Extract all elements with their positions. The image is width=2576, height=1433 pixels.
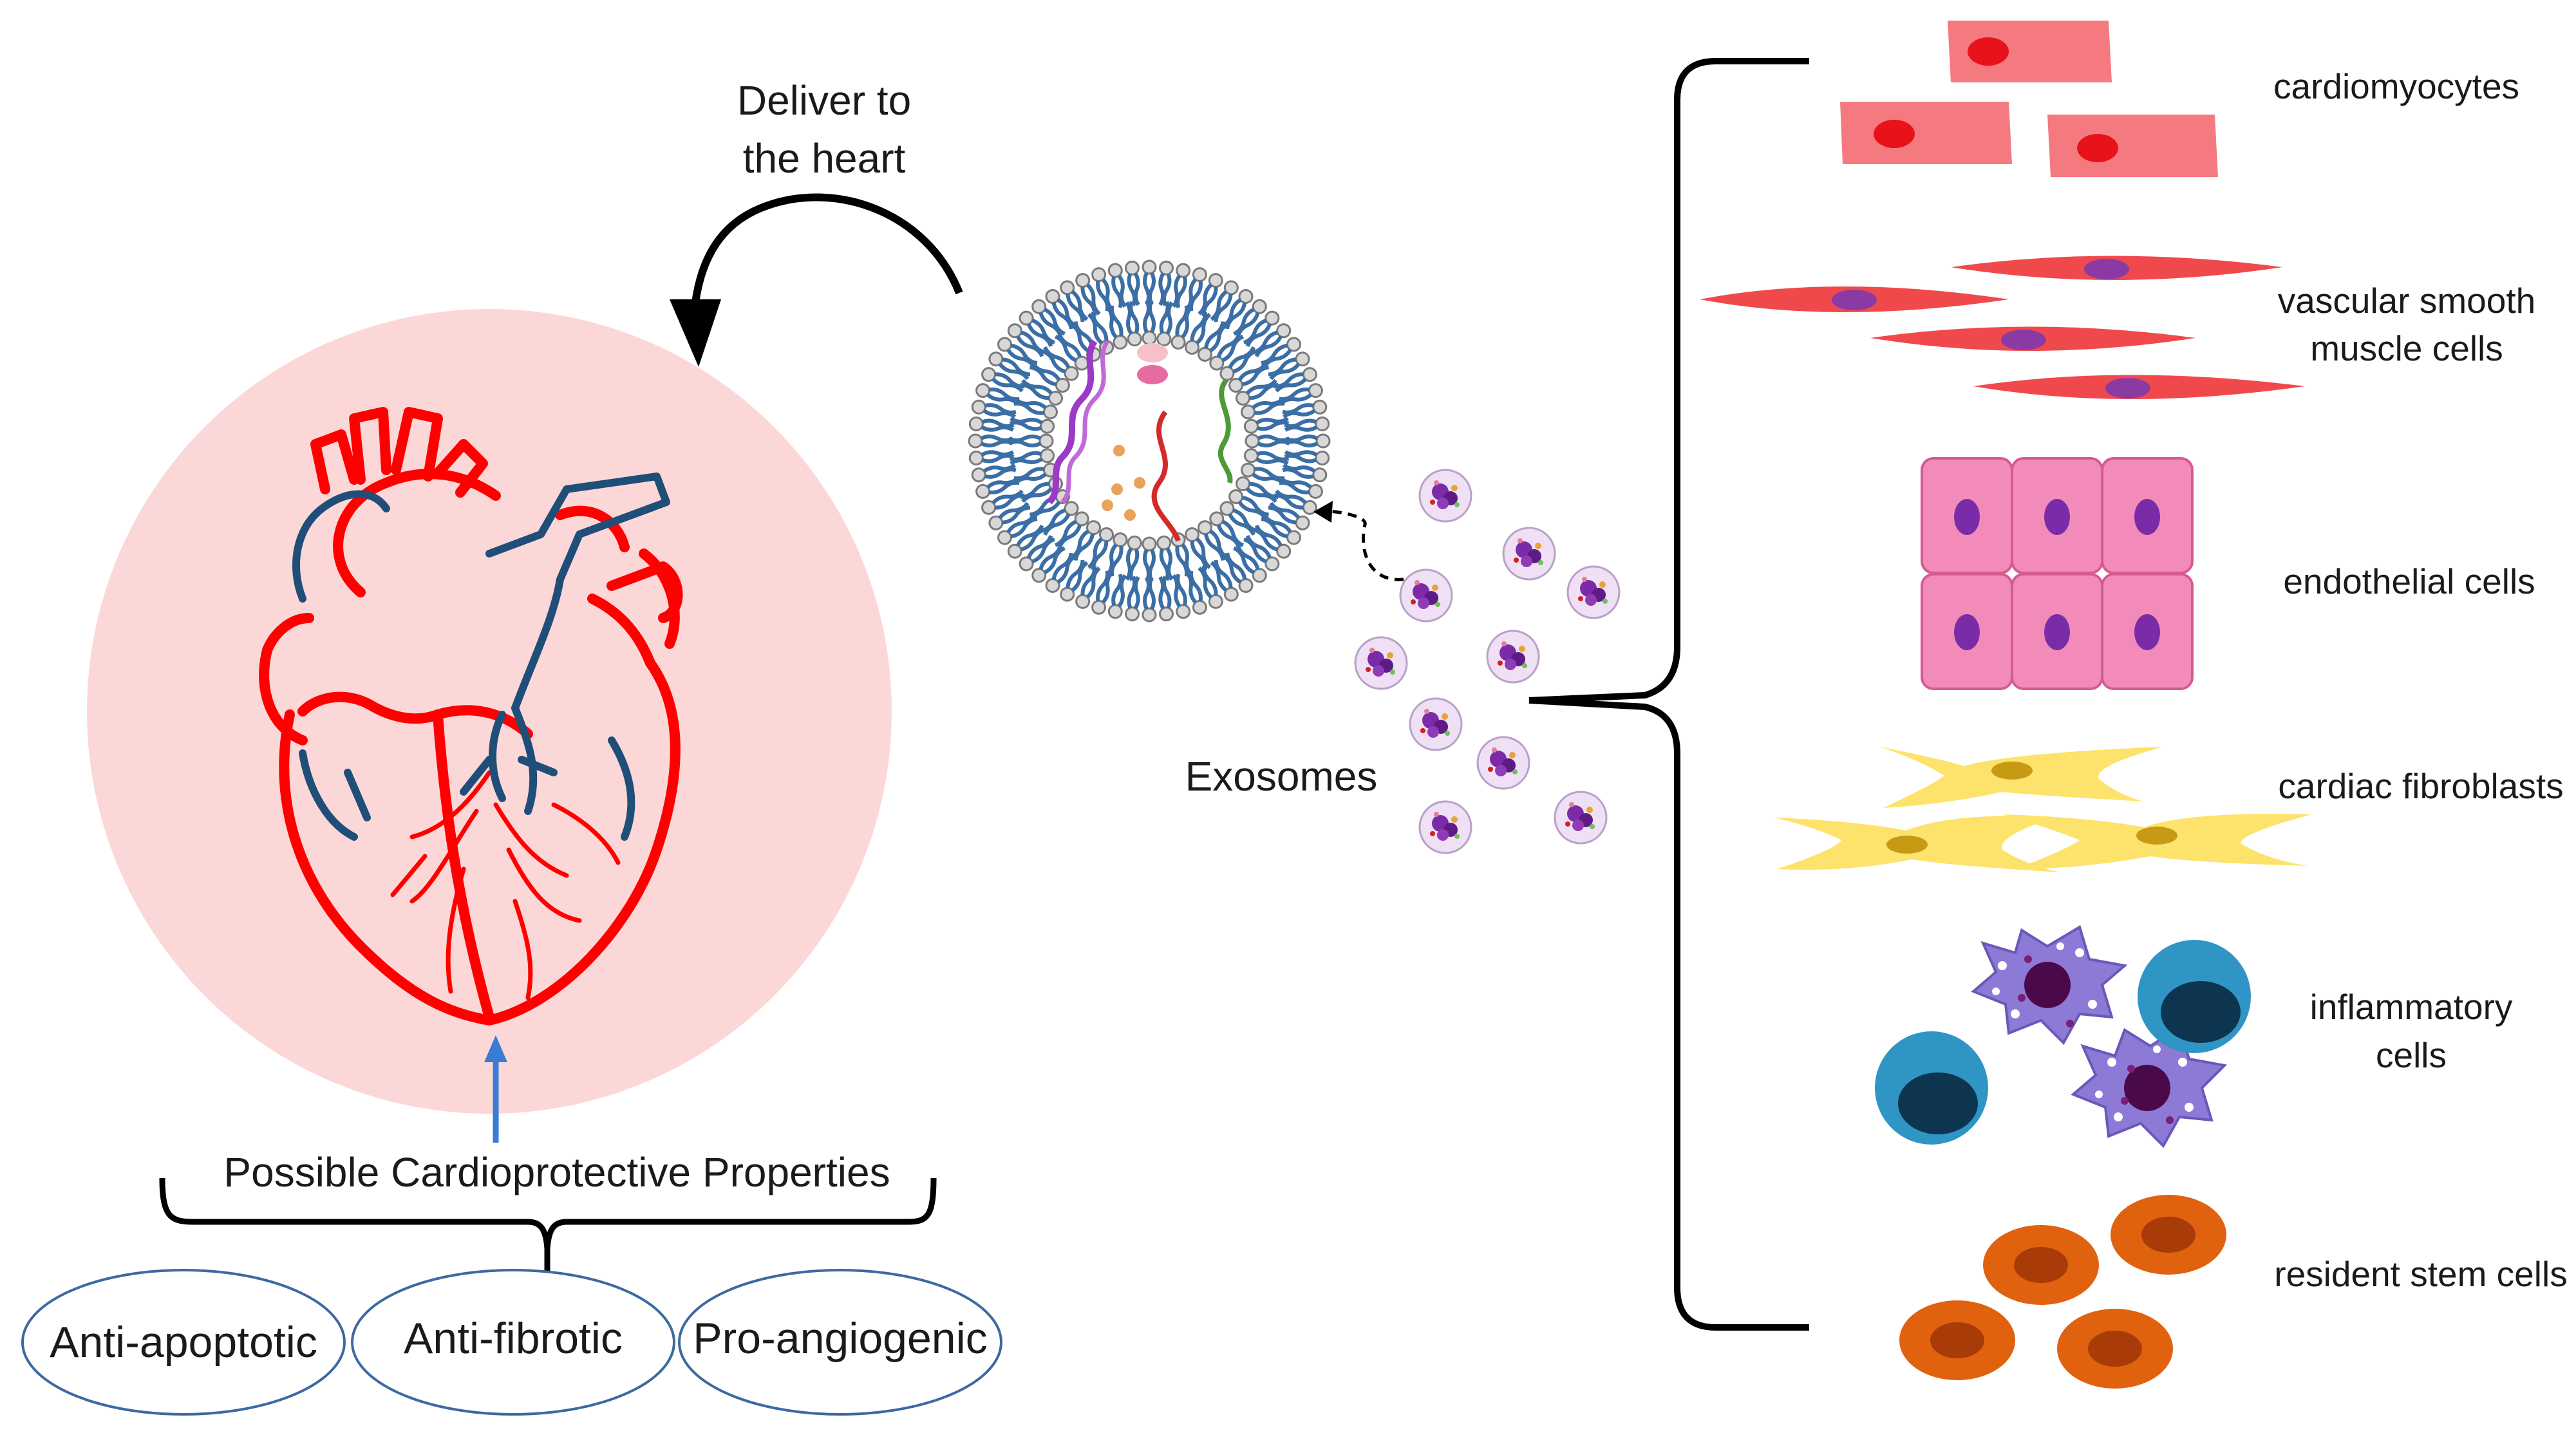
- property-label: Anti-fibrotic: [404, 1314, 623, 1363]
- properties-title: Possible Cardioprotective Properties: [223, 1149, 890, 1195]
- stem-cells: [1899, 1195, 2226, 1389]
- heart-illustration: [87, 309, 892, 1114]
- fibroblast-cells: [1774, 747, 2311, 872]
- exosomes-label: Exosomes: [1185, 753, 1378, 800]
- deliver-label-line1: Deliver to: [737, 77, 911, 124]
- label-fibroblasts: cardiac fibroblasts: [2278, 766, 2563, 806]
- properties-bracket: [159, 1177, 937, 1291]
- lipid-molecule: [1143, 261, 1156, 304]
- up-arrow: [484, 1035, 507, 1143]
- property-pro-angiogenic: Pro-angiogenic: [678, 1269, 1002, 1416]
- vesicle-cargo: [1047, 339, 1233, 542]
- lipid-molecule: [1009, 435, 1053, 447]
- property-label: Pro-angiogenic: [693, 1314, 987, 1363]
- heart-outline: [259, 407, 683, 1026]
- deliver-label-line2: the heart: [743, 135, 906, 182]
- dashed-arrow: [1313, 501, 1404, 581]
- lipid-molecule: [1125, 261, 1143, 306]
- lipid-molecule: [1284, 448, 1330, 465]
- lipid-molecule: [1143, 301, 1156, 344]
- endothelial-cells: [1921, 457, 2194, 690]
- lipid-molecule: [969, 448, 1014, 465]
- property-anti-fibrotic: Anti-fibrotic: [351, 1269, 675, 1416]
- cardiomyocytes-cells: [1840, 21, 2218, 177]
- heart-vessels-blue: [292, 473, 670, 841]
- cell-types-brace: [1528, 58, 1809, 1331]
- lipid-molecule: [969, 417, 1014, 435]
- lipid-molecule: [1284, 417, 1330, 435]
- property-label: Anti-apoptotic: [50, 1318, 317, 1367]
- exosome-vesicle: [969, 261, 1330, 621]
- label-endothelial: endothelial cells: [2283, 561, 2535, 601]
- label-cardiomyocytes: cardiomyocytes: [2273, 66, 2519, 106]
- deliver-arrow: [670, 193, 963, 367]
- label-smooth-muscle-line2: muscle cells: [2310, 328, 2503, 368]
- property-anti-apoptotic: Anti-apoptotic: [21, 1269, 346, 1416]
- label-inflammatory-line2: cells: [2376, 1035, 2447, 1075]
- lipid-molecule: [1143, 538, 1156, 581]
- lipid-molecule: [1143, 577, 1156, 621]
- label-smooth-muscle-line1: vascular smooth: [2278, 281, 2535, 321]
- lipid-molecule: [1156, 576, 1174, 621]
- label-stem-cells: resident stem cells: [2274, 1254, 2567, 1294]
- lipid-molecule: [969, 435, 1013, 447]
- lipid-molecule: [1246, 435, 1290, 447]
- heart-vessels-red: [390, 770, 621, 1000]
- lipid-molecule: [1156, 261, 1174, 306]
- label-inflammatory-line1: inflammatory: [2310, 987, 2513, 1027]
- smooth-muscle-cells: [1700, 256, 2305, 399]
- lipid-molecule: [1125, 576, 1143, 621]
- inflammatory-cells: [1875, 924, 2251, 1148]
- lipid-molecule: [1286, 435, 1330, 447]
- exosome-cluster: [1354, 469, 1621, 854]
